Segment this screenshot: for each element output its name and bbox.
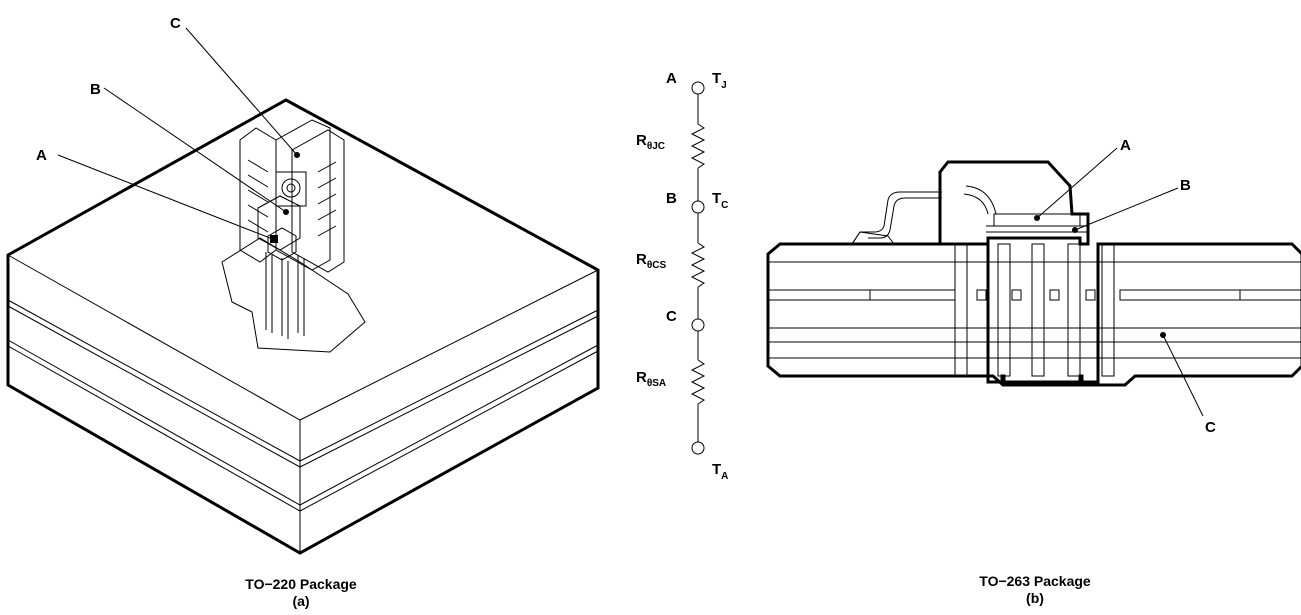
to263-caption: TO−263 Package [979, 573, 1091, 589]
node-b-temp: TC [712, 190, 728, 211]
node-c-letter: C [666, 308, 677, 325]
node-tj [691, 81, 705, 95]
to220-illustration: A B C TO−220 Package (a) [6, 15, 600, 609]
to263-label-b: B [1180, 177, 1191, 194]
node-tc [691, 200, 705, 214]
node-ta [691, 441, 705, 455]
node-a-letter: A [666, 70, 677, 87]
heatsink [239, 119, 345, 339]
to220-callout-b: B [90, 81, 289, 215]
thermal-network: A TJ B TC C TA RθJC RθCS RθSA [636, 70, 728, 482]
to220-label-c: C [170, 15, 181, 32]
to263-callout-c: C [1160, 332, 1216, 436]
to263-package [938, 160, 1090, 246]
node-a-temp: TJ [712, 70, 727, 91]
pcb-cross-section [766, 242, 1301, 387]
node-ta-temp: TA [712, 461, 728, 482]
to263-label-a: A [1120, 137, 1131, 154]
to220-label-b: B [90, 81, 101, 98]
node-b-letter: B [666, 190, 677, 207]
to263-caption-sub: (b) [1026, 590, 1044, 606]
to220-caption: TO−220 Package [245, 576, 357, 592]
to263-callout-b: B [1072, 177, 1191, 233]
to263-label-c: C [1205, 419, 1216, 436]
resistor-cs-label: RθCS [636, 251, 666, 271]
node-c [691, 318, 705, 332]
to263-illustration: A B C TO−263 Package (b) [766, 137, 1301, 606]
to220-label-a: A [36, 147, 47, 164]
to220-callout-a: A [36, 147, 278, 243]
resistor-sa-label: RθSA [636, 369, 666, 389]
to220-caption-sub: (a) [292, 593, 309, 609]
to263-callout-a: A [1034, 137, 1131, 221]
pcb-block [6, 98, 600, 555]
to220-callout-c: C [170, 15, 300, 158]
resistor-jc-label: RθJC [636, 132, 665, 152]
